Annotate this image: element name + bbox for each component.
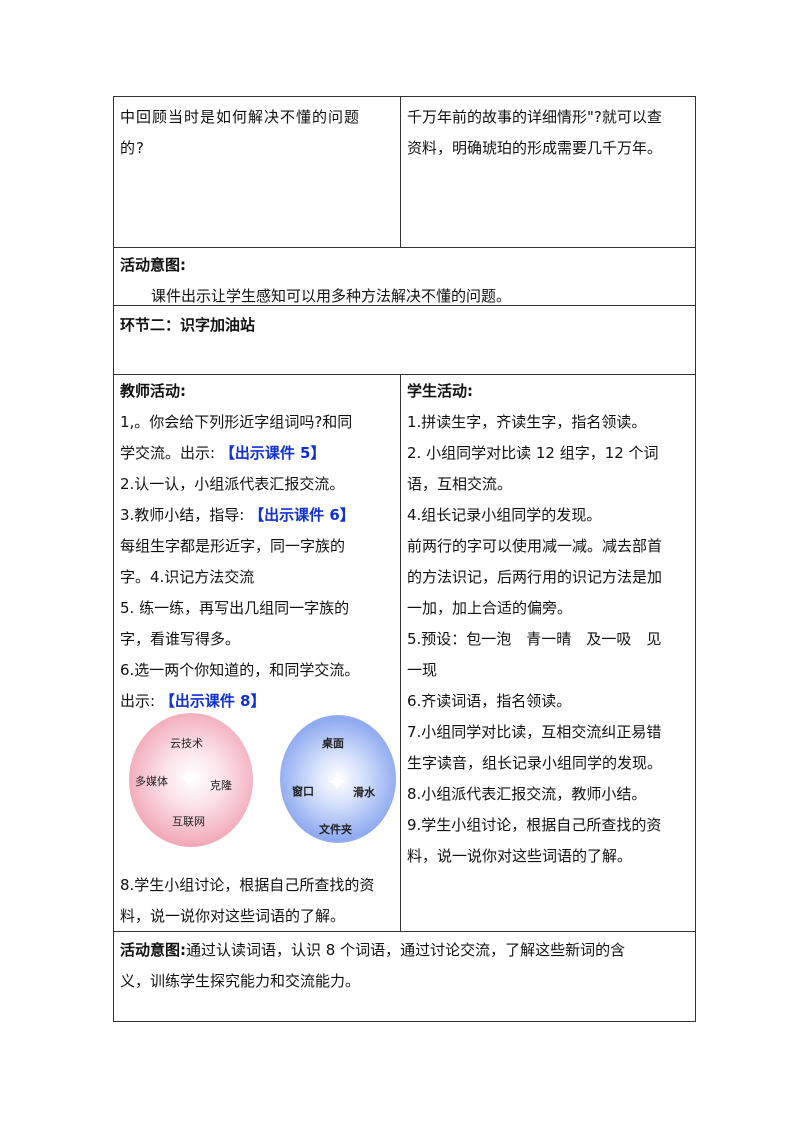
courseware-link[interactable]: 【出示课件 5】 [219, 444, 326, 462]
text-line: 的? [120, 139, 145, 157]
vocabulary-circles-image: ✦ 云技术 多媒体 克隆 互联网 ✦ 桌面 窗口 滑水 文件夹 [126, 713, 396, 861]
lesson-table: 中回顾当时是如何解决不懂的问题 的? 千万年前的故事的详细情形"?就可以查 资料… [113, 96, 696, 1022]
circle-word: 滑水 [353, 786, 375, 799]
pink-word-circle: ✦ 云技术 多媒体 克隆 互联网 [129, 713, 253, 847]
row-intent-2-cell: 活动意图:通过认读词语，认识 8 个词语，通过讨论交流，了解这些新词的含 义，训… [114, 932, 695, 1022]
text-line: 资料，明确琥珀的形成需要几千万年。 [407, 139, 663, 157]
teacher-activity-cell: 教师活动: 1,。你会给下列形近字组词吗?和同 学交流。出示: 【出示课件 5】… [114, 375, 401, 931]
student-line: 的方法识记，后两行用的识记方法是加 [407, 568, 663, 586]
student-line: 前两行的字可以使用减一减。减去部首 [407, 537, 663, 555]
teacher-line-text: 6.选一两个你知道的，和同学交流。 [120, 661, 360, 679]
teacher-line-text: 3.教师小结，指导: [120, 506, 250, 524]
intent-line: 义，训练学生探究能力和交流能力。 [120, 972, 361, 990]
teacher-line: 5. 练一练，再写出几组同一字族的 [120, 593, 395, 624]
row-intent-1-cell: 活动意图: 课件出示让学生感知可以用多种方法解决不懂的问题。 [114, 248, 695, 305]
text-line: 千万年前的故事的详细情形"?就可以查 [407, 108, 662, 126]
circle-word: 克隆 [210, 779, 232, 792]
student-line: 生字读音，组长记录小组同学的发现。 [407, 754, 663, 772]
circle-word: 互联网 [172, 815, 205, 828]
teacher-line: 学交流。出示: 【出示课件 5】 [120, 438, 395, 469]
teacher-line: 8.学生小组讨论，根据自己所查找的资 [120, 876, 375, 894]
teacher-line: 料，说一说你对这些词语的了解。 [120, 907, 346, 925]
student-line: 9.学生小组讨论，根据自己所查找的资 [407, 816, 662, 834]
circle-word: 多媒体 [135, 775, 168, 788]
row-intent-1: 活动意图: 课件出示让学生感知可以用多种方法解决不懂的问题。 [114, 248, 695, 306]
intent-heading: 活动意图: [120, 941, 186, 959]
courseware-link[interactable]: 【出示课件 8】 [159, 692, 266, 710]
row-intent-2: 活动意图:通过认读词语，认识 8 个词语，通过讨论交流，了解这些新词的含 义，训… [114, 932, 695, 1022]
teacher-line: 每组生字都是形近字，同一字族的 [120, 531, 395, 562]
row-section-2: 环节二：识字加油站 [114, 306, 695, 375]
row-activities: 教师活动: 1,。你会给下列形近字组词吗?和同 学交流。出示: 【出示课件 5】… [114, 375, 695, 932]
intent-heading: 活动意图: [120, 256, 186, 274]
teacher-line: 2.认一认，小组派代表汇报交流。 [120, 469, 395, 500]
intent-line: 活动意图:通过认读词语，认识 8 个词语，通过讨论交流，了解这些新词的含 [120, 935, 690, 966]
teacher-heading: 教师活动: [120, 382, 186, 400]
teacher-line: 出示: 【出示课件 8】 [120, 686, 395, 717]
section-heading: 环节二：识字加油站 [120, 316, 256, 334]
row-section-2-cell: 环节二：识字加油站 [114, 306, 695, 374]
teacher-line-text: 5. 练一练，再写出几组同一字族的 [120, 599, 350, 617]
teacher-line-text: 2.认一认，小组派代表汇报交流。 [120, 475, 345, 493]
student-line: 8.小组派代表汇报交流，教师小结。 [407, 785, 647, 803]
teacher-line: 字。4.识记方法交流 [120, 562, 395, 593]
student-heading: 学生活动: [407, 382, 473, 400]
student-line: 语，互相交流。 [407, 475, 513, 493]
sparkle-icon: ✦ [326, 768, 348, 798]
row-review-left: 中回顾当时是如何解决不懂的问题 的? [114, 97, 401, 247]
intent-text: 课件出示让学生感知可以用多种方法解决不懂的问题。 [151, 287, 512, 305]
text-line: 中回顾当时是如何解决不懂的问题 [120, 108, 361, 126]
student-line: 一加，加上合适的偏旁。 [407, 599, 573, 617]
sparkle-icon: ✦ [178, 764, 200, 794]
teacher-line: 3.教师小结，指导: 【出示课件 6】 [120, 500, 395, 531]
student-line: 6.齐读词语，指名领读。 [407, 692, 572, 710]
blue-word-circle: ✦ 桌面 窗口 滑水 文件夹 [280, 715, 396, 843]
row-review-right: 千万年前的故事的详细情形"?就可以查 资料，明确琥珀的形成需要几千万年。 [401, 97, 695, 247]
circle-word: 窗口 [292, 785, 314, 798]
teacher-line-text: 字，看谁写得多。 [120, 630, 241, 648]
student-activity-cell: 学生活动: 1.拼读生字，齐读生字，指名领读。 2. 小组同学对比读 12 组字… [401, 375, 695, 931]
student-line: 7.小组同学对比读，互相交流纠正易错 [407, 723, 662, 741]
student-line: 5.预设：包一泡 青一晴 及一吸 见 [407, 630, 662, 648]
circle-word: 文件夹 [319, 823, 352, 836]
circle-word: 桌面 [322, 737, 344, 750]
teacher-line-text: 出示: [120, 692, 160, 710]
student-line: 4.组长记录小组同学的发现。 [407, 506, 602, 524]
teacher-line-text: 字。4.识记方法交流 [120, 568, 255, 586]
student-line: 2. 小组同学对比读 12 组字，12 个词 [407, 444, 659, 462]
student-line: 1.拼读生字，齐读生字，指名领读。 [407, 413, 647, 431]
teacher-line: 1,。你会给下列形近字组词吗?和同 [120, 407, 395, 438]
student-line: 一现 [407, 661, 438, 679]
intent-text: 通过认读词语，认识 8 个词语，通过讨论交流，了解这些新词的含 [186, 941, 626, 959]
courseware-link[interactable]: 【出示课件 6】 [249, 506, 355, 524]
teacher-line-text: 每组生字都是形近字，同一字族的 [120, 537, 346, 555]
teacher-line-text: 1,。你会给下列形近字组词吗?和同 [120, 413, 353, 431]
row-review: 中回顾当时是如何解决不懂的问题 的? 千万年前的故事的详细情形"?就可以查 资料… [114, 97, 695, 248]
circle-word: 云技术 [170, 737, 203, 750]
teacher-line: 6.选一两个你知道的，和同学交流。 [120, 655, 395, 686]
student-line: 料，说一说你对这些词语的了解。 [407, 847, 633, 865]
teacher-line: 字，看谁写得多。 [120, 624, 395, 655]
teacher-line-text: 学交流。出示: [120, 444, 220, 462]
